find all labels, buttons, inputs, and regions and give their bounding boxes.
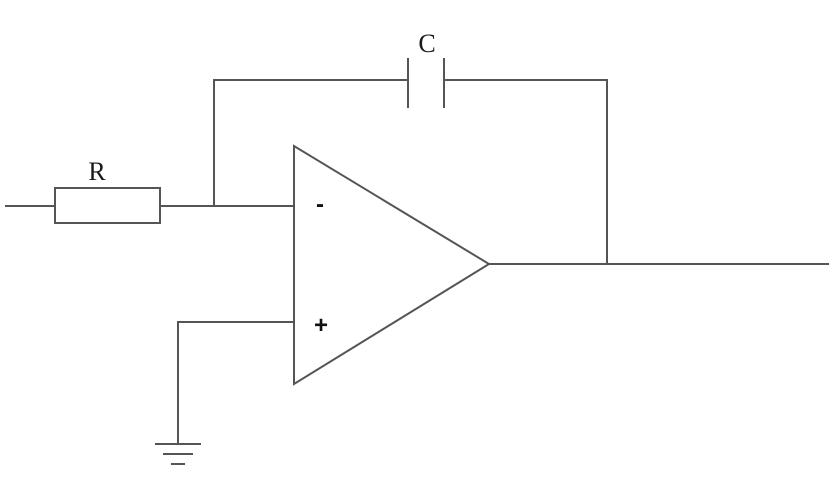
ground-wire	[177, 321, 294, 444]
feedback-wire-right	[444, 79, 608, 264]
capacitor-label: C	[418, 29, 435, 58]
ground-symbol-icon	[155, 443, 201, 465]
resistor-body	[54, 187, 161, 224]
resistor-label: R	[88, 157, 106, 186]
feedback-wire-left	[213, 79, 408, 206]
inverting-input-sign: -	[316, 191, 324, 218]
op-amp-triangle	[293, 144, 491, 386]
noninverting-input-sign: +	[314, 312, 328, 339]
